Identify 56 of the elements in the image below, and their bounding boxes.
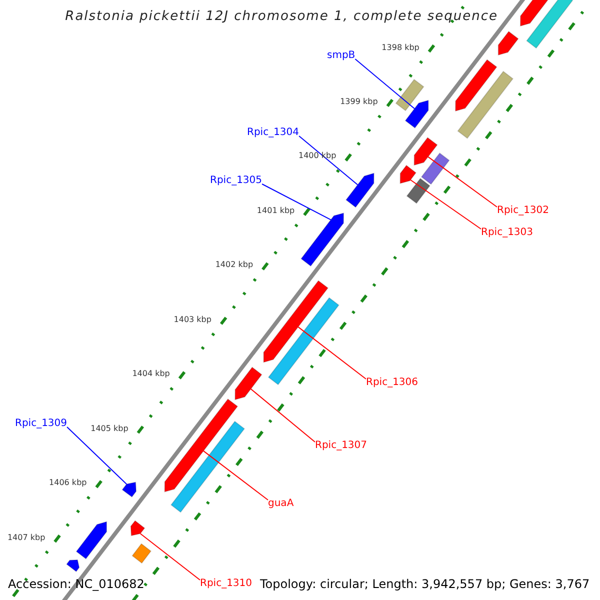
scale-label: 1405 kbp — [90, 424, 128, 433]
title: Ralstonia pickettii 12J chromosome 1, complete sequence — [65, 9, 498, 24]
gene-feature — [345, 172, 374, 208]
feature-bar — [406, 178, 430, 204]
gene-label: Rpic_1304 — [247, 127, 300, 138]
gene-label: Rpic_1309 — [15, 418, 68, 429]
gene-feature — [300, 212, 344, 267]
leader-line — [250, 388, 316, 442]
scale-label: 1404 kbp — [132, 369, 170, 378]
gene-feature — [404, 100, 429, 129]
gene-label: smpB — [327, 50, 356, 61]
leader-line — [298, 136, 358, 186]
gene-feature — [76, 521, 108, 560]
gene-feature — [130, 520, 146, 536]
leader-line — [140, 533, 200, 580]
gene-feature — [263, 280, 329, 363]
feature-bar — [395, 78, 424, 112]
leader-line — [354, 58, 415, 110]
gene-feature — [414, 136, 438, 166]
info-text: Accession: NC_010682 — [8, 578, 144, 591]
leader-line — [298, 326, 366, 380]
scale-label: 1398 kbp — [382, 42, 420, 52]
gene-label: Rpic_1307 — [315, 440, 368, 451]
scale-label: 1399 kbp — [340, 97, 378, 106]
gene-feature — [400, 164, 417, 184]
feature-bar — [457, 70, 514, 139]
scale-label: 1402 kbp — [215, 260, 254, 270]
gene-label: Rpic_1303 — [481, 227, 534, 238]
leader-line — [262, 184, 332, 220]
gene-feature — [164, 398, 238, 492]
gene-label: Rpic_1302 — [497, 205, 550, 216]
leader-line — [66, 426, 128, 485]
scale-label: 1403 kbp — [174, 314, 212, 324]
leader-line — [428, 156, 498, 208]
info-text: Topology: circular; Length: 3,942,557 bp; Genes: 3,767 — [260, 578, 590, 591]
gene-feature — [498, 30, 519, 56]
gene-label: Rpic_1305 — [210, 175, 262, 186]
scale-label: 1407 kbp — [7, 532, 46, 542]
feature-bar — [170, 420, 246, 513]
gene-label: Rpic_1310 — [200, 578, 252, 589]
gene-feature — [122, 482, 137, 498]
gene-feature — [520, 0, 550, 27]
feature-bar — [420, 152, 450, 185]
scale-label: 1401 kbp — [256, 206, 295, 215]
scale-label: 1400 kbp — [298, 151, 336, 160]
gene-label: guaA — [268, 498, 294, 509]
leader-line — [202, 450, 268, 500]
gene-feature — [455, 59, 498, 112]
feature-bar — [132, 543, 152, 564]
leader-line — [410, 179, 482, 230]
gene-label: Rpic_1306 — [366, 377, 418, 388]
gene-feature — [234, 366, 262, 400]
feature-bar — [268, 297, 340, 386]
feature-bar — [526, 0, 574, 49]
gene-feature — [66, 559, 80, 572]
scale-label: 1406 kbp — [49, 478, 87, 488]
